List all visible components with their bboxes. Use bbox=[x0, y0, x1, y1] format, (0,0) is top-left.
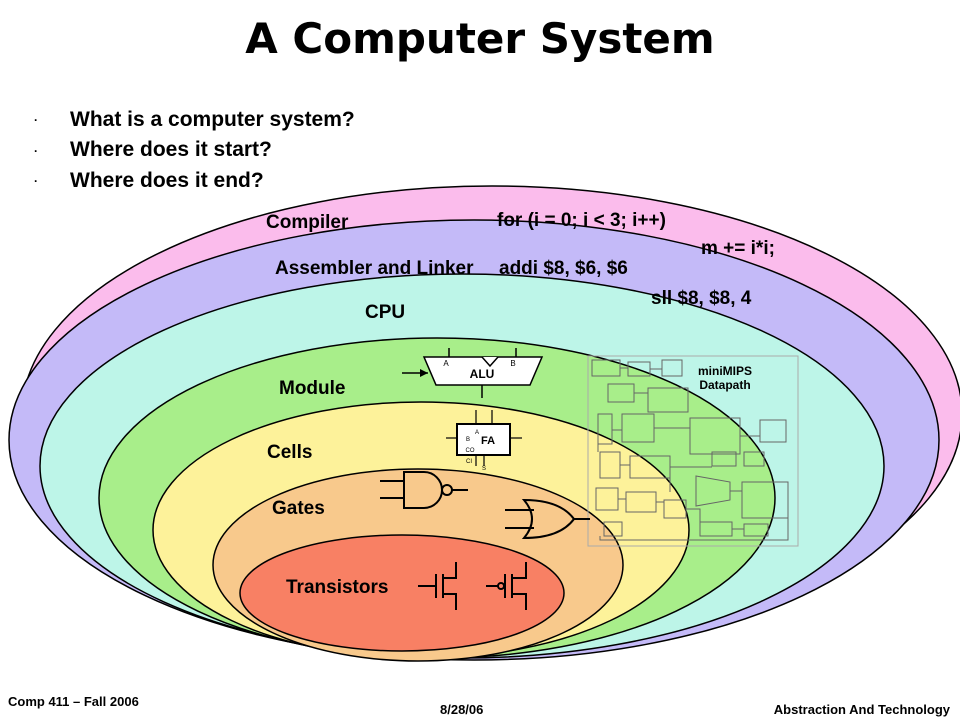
or-gate bbox=[505, 498, 590, 540]
datapath-schematic bbox=[587, 355, 799, 547]
fa-carry-in: CI bbox=[466, 459, 472, 465]
footer-course: Comp 411 – Fall 2006 bbox=[8, 694, 139, 709]
full-adder-cell: FA A B CO CI S bbox=[446, 410, 522, 472]
compiler-label: Compiler bbox=[266, 212, 349, 233]
datapath-title: miniMIPS bbox=[697, 364, 752, 378]
nand-gate bbox=[380, 471, 468, 509]
bullet-dot-icon: · bbox=[34, 113, 38, 128]
code-line-accumulate: m += i*i; bbox=[701, 238, 775, 259]
alu-label: ALU bbox=[470, 367, 495, 381]
transistors-label: Transistors bbox=[286, 577, 389, 598]
alu-input-b: B bbox=[510, 359, 515, 368]
code-line-for-loop: for (i = 0; i < 3; i++) bbox=[497, 210, 666, 231]
bullet-dot-icon: · bbox=[34, 143, 38, 158]
cells-label: Cells bbox=[267, 442, 313, 463]
bullet-list: · What is a computer system? · Where does … bbox=[34, 105, 355, 196]
fa-carry-out: CO bbox=[466, 448, 475, 454]
asm-line-addi: addi $8, $6, $6 bbox=[499, 258, 628, 279]
bullet-text: Where does it start? bbox=[70, 138, 272, 162]
datapath-subtitle: Datapath bbox=[699, 378, 751, 392]
asm-line-sll: sll $8, $8, 4 bbox=[651, 288, 752, 309]
gates-label: Gates bbox=[272, 498, 325, 519]
bullet-item: · Where does it start? bbox=[34, 135, 355, 165]
footer-date: 8/28/06 bbox=[440, 702, 484, 717]
fa-input-b: B bbox=[466, 437, 470, 443]
fa-sum: S bbox=[482, 466, 486, 472]
fa-label: FA bbox=[481, 435, 495, 447]
bullet-item: · What is a computer system? bbox=[34, 105, 355, 135]
datapath-caption: miniMIPS Datapath bbox=[690, 364, 760, 392]
module-label: Module bbox=[279, 378, 346, 399]
fa-input-a: A bbox=[475, 430, 479, 436]
bullet-dot-icon: · bbox=[34, 174, 38, 189]
bullet-text: Where does it end? bbox=[70, 168, 264, 192]
nmos-transistor bbox=[418, 562, 457, 610]
cpu-label: CPU bbox=[365, 302, 406, 323]
bullet-text: What is a computer system? bbox=[70, 108, 355, 131]
transistors-layer bbox=[239, 534, 565, 652]
assembler-linker-label: Assembler and Linker bbox=[275, 258, 474, 279]
slide-title: A Computer System bbox=[245, 14, 715, 63]
alu-input-a: A bbox=[443, 359, 449, 368]
pmos-transistor bbox=[486, 562, 527, 610]
bullet-item: · Where does it end? bbox=[34, 166, 355, 196]
alu-symbol: ALU A B bbox=[402, 348, 544, 398]
footer-topic: Abstraction And Technology bbox=[773, 702, 950, 717]
